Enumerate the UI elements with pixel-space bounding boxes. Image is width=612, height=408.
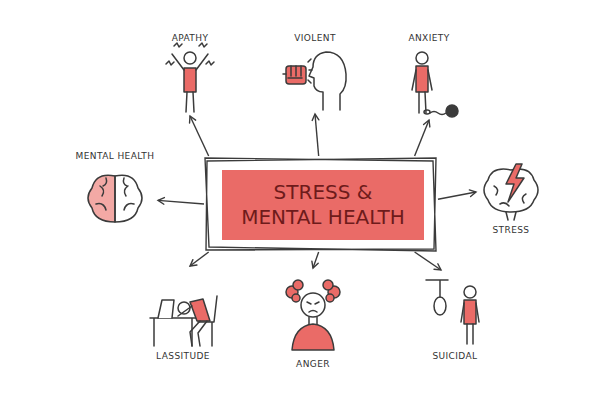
- connector: [190, 252, 209, 266]
- connector: [158, 198, 204, 205]
- topic-node: MENTAL HEALTH: [72, 150, 158, 234]
- node-label: ANXIETY: [398, 32, 460, 44]
- connector: [190, 116, 209, 156]
- title-text: STRESS & MENTAL HEALTH: [234, 180, 412, 230]
- topic-node: SUICIDAL: [420, 270, 490, 362]
- connector-line: [190, 252, 209, 266]
- brain-icon: [88, 175, 142, 222]
- connector: [312, 114, 319, 156]
- arrow-head: [190, 116, 196, 123]
- connector-line: [315, 114, 319, 156]
- connector-line: [415, 252, 441, 270]
- arrow-head: [434, 264, 441, 270]
- connector: [415, 252, 441, 270]
- node-label: SUICIDAL: [420, 350, 490, 362]
- violent-icon: [283, 52, 346, 110]
- node-label: STRESS: [476, 224, 546, 236]
- connector-line: [190, 116, 209, 156]
- topic-node: VIOLENT: [282, 32, 348, 114]
- connector-line: [158, 200, 204, 204]
- topic-node: APATHY: [160, 32, 220, 116]
- node-label: LASSITUDE: [148, 350, 218, 362]
- topic-node: STRESS: [476, 156, 546, 236]
- arrow-head: [424, 120, 430, 127]
- node-label: MENTAL HEALTH: [72, 150, 158, 162]
- suicidal-icon: [426, 280, 479, 344]
- connector: [312, 252, 319, 268]
- apathy-icon: [166, 43, 214, 112]
- frame-line: [205, 158, 436, 251]
- connector: [415, 120, 430, 156]
- stress-brain-icon: [484, 164, 538, 220]
- arrow-head: [312, 114, 319, 120]
- node-label: APATHY: [160, 32, 220, 44]
- anger-icon: [286, 280, 340, 350]
- arrow-head: [469, 190, 476, 197]
- topic-node: LASSITUDE: [148, 266, 218, 362]
- node-label: VIOLENT: [282, 32, 348, 44]
- arrow-head: [312, 261, 318, 268]
- title-fill: STRESS & MENTAL HEALTH: [222, 170, 424, 240]
- arrow-head: [190, 260, 197, 266]
- connector-line: [415, 120, 429, 156]
- lassitude-icon: [150, 296, 217, 346]
- connector: [438, 190, 476, 199]
- anxiety-icon: [412, 52, 458, 117]
- node-label: ANGER: [280, 358, 346, 370]
- connector-line: [438, 192, 476, 199]
- topic-node: ANXIETY: [398, 32, 460, 120]
- arrow-head: [158, 198, 164, 205]
- topic-node: ANGER: [280, 268, 346, 370]
- central-box: STRESS & MENTAL HEALTH: [204, 156, 438, 252]
